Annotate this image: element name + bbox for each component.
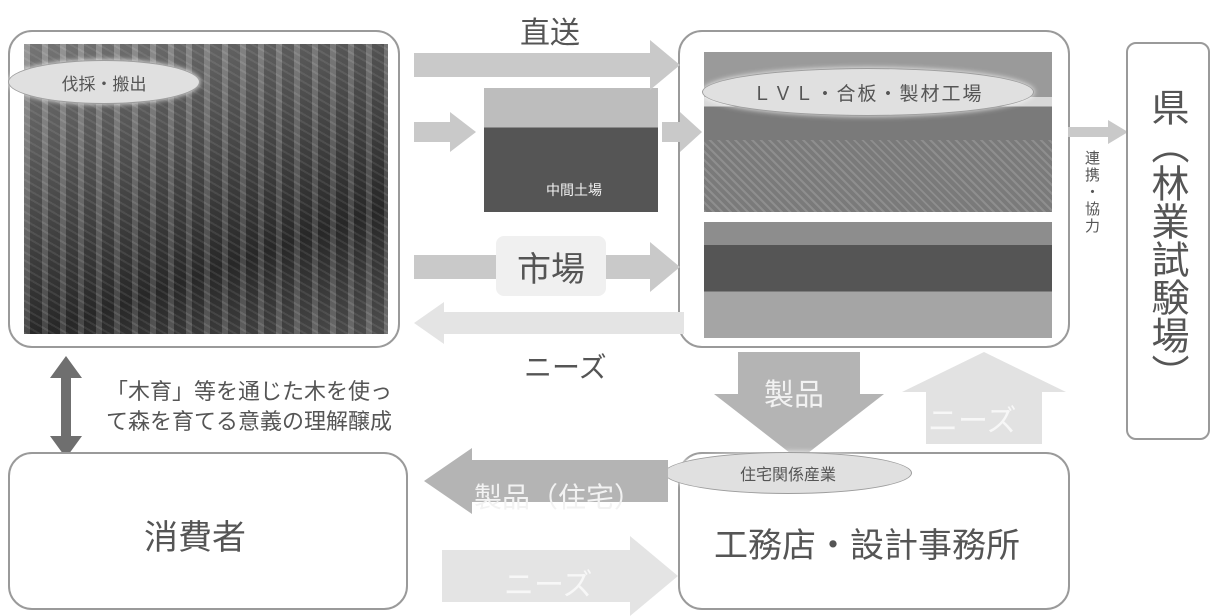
needs-up-arrow	[902, 352, 1066, 444]
double-arrow	[50, 356, 82, 458]
prefecture-label: 県（林業試験場）	[1145, 88, 1189, 392]
builder-label: 工務店・設計事務所	[714, 526, 1020, 566]
needs-bottom-arrow	[442, 536, 678, 616]
needs-bottom-label: ニーズ	[504, 568, 593, 603]
consumer-label: 消費者	[144, 518, 246, 558]
prefecture-box	[1126, 42, 1210, 440]
needs-top-arrow	[414, 302, 684, 344]
middle-yard-photo	[484, 88, 658, 212]
needs-top-label: ニーズ	[524, 351, 607, 384]
product-house-arrow	[424, 448, 668, 514]
coop-label: 連携・協力	[1083, 150, 1101, 235]
harvest-oval: 伐採・搬出	[8, 60, 200, 104]
market-label-box: 市場	[496, 236, 606, 296]
housing-label: 住宅関係産業	[739, 465, 836, 484]
market-label: 市場	[517, 249, 585, 290]
middle-to-factory-arrow	[662, 112, 702, 152]
coop-arrow	[1068, 120, 1128, 144]
needs-up-label: ニーズ	[928, 404, 1017, 439]
education-text-1: 「木育」等を通じた木を使っ	[106, 380, 393, 405]
direct-label: 直送	[520, 16, 580, 51]
product-down-label: 製品	[764, 378, 824, 413]
direct-arrow	[414, 40, 680, 90]
education-text-2: て森を育てる意義の理解醸成	[106, 410, 393, 435]
product-house-label: 製品（住宅）	[474, 481, 643, 514]
factory-label: ＬＶＬ・合板・製材工場	[752, 82, 984, 105]
sawmill-photo	[704, 222, 1052, 338]
product-down-arrow	[714, 352, 884, 460]
harvest-label: 伐採・搬出	[61, 74, 147, 95]
factory-oval: ＬＶＬ・合板・製材工場	[702, 68, 1034, 116]
housing-oval: 住宅関係産業	[664, 452, 912, 494]
middle-yard-label: 中間土場	[546, 183, 602, 199]
consumer-box	[8, 452, 408, 610]
to-middle-arrow	[414, 112, 476, 152]
